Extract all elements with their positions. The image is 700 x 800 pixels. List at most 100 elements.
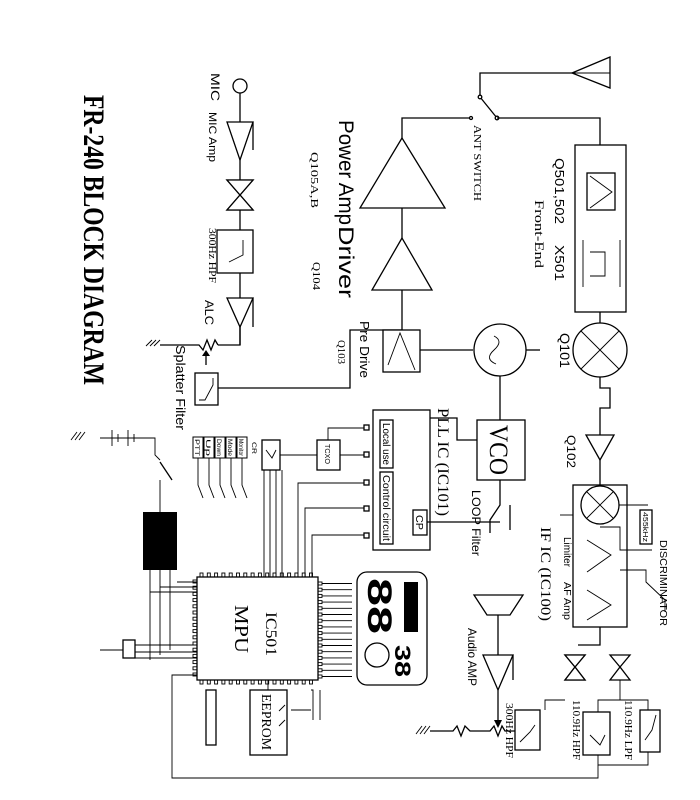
pin bbox=[250, 572, 255, 578]
switch-label: Mode bbox=[226, 439, 232, 457]
switch-label: PTT bbox=[193, 439, 199, 456]
limiter-label: Limiter bbox=[561, 537, 572, 568]
pin bbox=[192, 653, 198, 658]
control-circuit-label: Control circuit bbox=[380, 475, 391, 541]
diagram-title: FR-240 BLOCK DIAGRAM bbox=[77, 95, 110, 385]
455khz-label: 455kHz bbox=[641, 512, 648, 543]
pll-ic-label: PLL IC (IC101) bbox=[434, 408, 451, 516]
pin bbox=[192, 622, 198, 627]
mic-chain: MIC MIC Amp 300Hz HPF ALC Splatter Filte… bbox=[145, 73, 403, 431]
ant-switch bbox=[479, 96, 498, 119]
vco-label: VCO bbox=[484, 425, 513, 475]
lpf-110-box bbox=[639, 709, 661, 753]
pin bbox=[192, 647, 198, 652]
power-amp-label: Power Amp bbox=[334, 120, 357, 225]
audio-amp-label: Audio AMP bbox=[465, 628, 479, 686]
q105-label: Q105A,B bbox=[308, 152, 320, 208]
pin bbox=[192, 629, 198, 634]
mic-label: MIC bbox=[208, 73, 222, 101]
pin bbox=[257, 679, 262, 685]
volume-pot bbox=[430, 724, 515, 738]
pin bbox=[221, 679, 226, 685]
mpu-label: MPU bbox=[230, 605, 252, 654]
driver-label: Driver bbox=[334, 226, 357, 298]
pin bbox=[279, 572, 284, 578]
alc-pot bbox=[160, 338, 219, 352]
mic-amp-label: MIC Amp bbox=[206, 112, 218, 162]
audio-amp-triangle bbox=[482, 654, 514, 692]
pin bbox=[294, 572, 299, 578]
pin bbox=[214, 572, 219, 578]
alc-amp-triangle bbox=[225, 297, 255, 329]
front-end-label: Front-End bbox=[532, 200, 547, 269]
mpu-chip bbox=[196, 576, 319, 681]
discriminator-label: DISCRIMINATOR bbox=[657, 540, 668, 626]
hpf-tx-label: 300Hz HPF bbox=[206, 228, 217, 283]
q101-label: Q101 bbox=[557, 333, 573, 368]
power-switch[interactable] bbox=[159, 461, 173, 481]
q103-label: Q103 bbox=[335, 340, 347, 364]
cr-label: CR bbox=[250, 442, 256, 455]
speaker-icon bbox=[472, 594, 525, 616]
mpu-id-label: IC501 bbox=[262, 612, 279, 656]
pin bbox=[309, 679, 313, 685]
hpf-110-box bbox=[582, 711, 611, 756]
pin bbox=[272, 572, 277, 578]
q501-label: Q501,502 bbox=[552, 158, 567, 224]
control-circuit-box bbox=[379, 471, 394, 545]
x501-label: X501 bbox=[552, 245, 567, 281]
pin bbox=[206, 572, 211, 578]
lcd-channel-digits: 38 bbox=[390, 645, 415, 677]
pin bbox=[287, 679, 292, 685]
lcd-main-digits: 88 bbox=[360, 578, 398, 634]
pin bbox=[221, 572, 226, 578]
switch-label: Monitor bbox=[237, 439, 243, 456]
pin bbox=[192, 666, 198, 671]
pin bbox=[265, 679, 270, 685]
hpf-300-rx-box bbox=[514, 709, 541, 751]
pin bbox=[309, 572, 313, 578]
hpf-110-label: 110.9Hz HPF bbox=[570, 700, 581, 760]
pin bbox=[301, 679, 306, 685]
loop-filter-label: LOOP Filter bbox=[469, 490, 483, 556]
pin bbox=[272, 679, 277, 685]
pin bbox=[236, 679, 240, 685]
hpf-300-tx bbox=[216, 229, 254, 274]
pin bbox=[228, 679, 233, 685]
splatter-filter bbox=[194, 372, 219, 406]
pin bbox=[192, 610, 198, 615]
pin bbox=[265, 572, 270, 578]
pin bbox=[192, 598, 198, 603]
power-amp-triangle bbox=[358, 136, 447, 209]
audio-section: 110.9Hz LPF 110.9Hz HPF 300Hz HPF Audio … bbox=[171, 594, 661, 779]
pin bbox=[287, 572, 292, 578]
pin bbox=[214, 679, 219, 685]
alc-label: ALC bbox=[202, 300, 216, 325]
af-amp-label: AF Amp bbox=[561, 582, 572, 620]
local-use-box bbox=[379, 419, 394, 469]
pin bbox=[250, 679, 255, 685]
mpu-pins bbox=[192, 572, 352, 685]
eeprom-label: EEPROM bbox=[258, 694, 273, 751]
pin bbox=[279, 679, 284, 685]
keypad[interactable] bbox=[143, 512, 177, 570]
cr-box bbox=[261, 439, 281, 471]
switch-label: Down bbox=[215, 439, 221, 456]
q102-amp bbox=[584, 434, 616, 462]
q104-label: Q104 bbox=[310, 262, 322, 291]
pin bbox=[192, 604, 198, 609]
pin bbox=[236, 572, 240, 578]
tcxo-label: TCXO bbox=[323, 444, 330, 465]
driver-triangle bbox=[370, 236, 434, 291]
lcd-icon bbox=[364, 642, 390, 668]
power-amp-section: Power Amp Driver Q105A,B Q104 Q103 Pre D… bbox=[308, 115, 540, 420]
mic-jack bbox=[232, 78, 248, 94]
oscillator-icon bbox=[473, 323, 527, 377]
pin bbox=[199, 572, 204, 578]
if-ic-label: IF IC (IC100) bbox=[537, 527, 553, 621]
pre-drive-label: Pre Drive bbox=[357, 321, 372, 378]
